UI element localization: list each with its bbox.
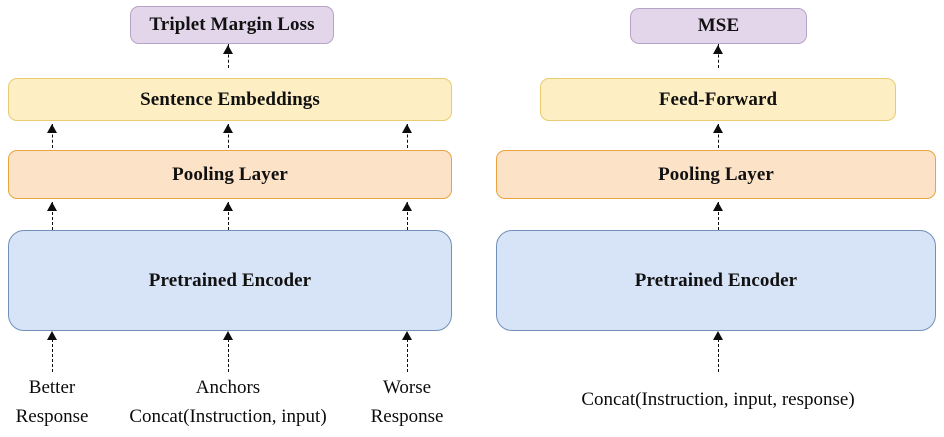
pooling-layer-label-right: Pooling Layer	[658, 163, 774, 185]
input-caption-concat-full: Concat(Instruction, input, response)	[581, 389, 855, 410]
arrowhead-input-to-encoder-left	[47, 331, 57, 340]
connector-input-to-encoder-right	[407, 334, 408, 372]
connector-encoder-to-pooling-right	[407, 202, 408, 230]
arrowhead-encoder-to-pooling-right-panel	[713, 202, 723, 211]
sentence-embeddings-box: Sentence Embeddings	[8, 78, 452, 121]
sentence-embeddings-label: Sentence Embeddings	[140, 88, 320, 110]
arrowhead-input-to-encoder-right-panel	[713, 331, 723, 340]
triplet-margin-loss-box: Triplet Margin Loss	[130, 6, 334, 44]
arrowhead-feedforward-to-mse	[713, 45, 723, 54]
pooling-layer-box-left: Pooling Layer	[8, 150, 452, 199]
connector-pooling-to-embeddings-left	[52, 124, 53, 148]
arrowhead-pooling-to-embeddings-middle	[223, 124, 233, 133]
input-caption-anchors-line1: Anchors	[195, 377, 261, 398]
input-caption-worse-line2: Response	[370, 406, 444, 427]
pooling-layer-label-left: Pooling Layer	[172, 163, 288, 185]
arrowhead-encoder-to-pooling-left	[47, 202, 57, 211]
left-panel-triplet: Triplet Margin Loss Sentence Embeddings …	[8, 6, 452, 427]
connector-pooling-to-embeddings-middle	[228, 124, 229, 148]
arrowhead-pooling-to-embeddings-right	[402, 124, 412, 133]
right-panel-mse: MSE Feed-Forward Pooling Layer Pretraine…	[472, 0, 944, 437]
pretrained-encoder-label-left: Pretrained Encoder	[148, 269, 312, 291]
connector-pooling-to-feedforward	[718, 124, 719, 148]
pretrained-encoder-box-right: Pretrained Encoder	[496, 230, 936, 331]
input-caption-better-line2: Response	[15, 406, 89, 427]
input-caption-better-line1: Better	[28, 377, 76, 398]
connector-input-to-encoder-right-panel	[718, 334, 719, 372]
connector-input-to-encoder-left	[52, 334, 53, 372]
feed-forward-box: Feed-Forward	[540, 78, 896, 121]
pretrained-encoder-label-right: Pretrained Encoder	[634, 269, 798, 291]
arrowhead-pooling-to-feedforward	[713, 124, 723, 133]
connector-embeddings-to-loss	[228, 44, 229, 68]
feed-forward-label: Feed-Forward	[658, 88, 778, 110]
connector-encoder-to-pooling-right-panel	[718, 202, 719, 230]
triplet-margin-loss-label: Triplet Margin Loss	[149, 14, 315, 35]
arrowhead-pooling-to-embeddings-left	[47, 124, 57, 133]
connector-input-to-encoder-middle	[228, 334, 229, 372]
mse-loss-label: MSE	[697, 15, 740, 36]
pooling-layer-box-right: Pooling Layer	[496, 150, 936, 199]
arrowhead-input-to-encoder-middle	[223, 331, 233, 340]
pretrained-encoder-box-left: Pretrained Encoder	[8, 230, 452, 331]
connector-encoder-to-pooling-left	[52, 202, 53, 230]
arrowhead-embeddings-to-loss	[223, 45, 233, 54]
mse-loss-box: MSE	[630, 8, 807, 44]
arrowhead-encoder-to-pooling-middle	[223, 202, 233, 211]
arrowhead-encoder-to-pooling-right	[402, 202, 412, 211]
connector-pooling-to-embeddings-right	[407, 124, 408, 148]
arrowhead-input-to-encoder-right	[402, 331, 412, 340]
input-caption-anchors-line2: Concat(Instruction, input)	[129, 406, 327, 427]
input-caption-worse-line1: Worse	[382, 377, 432, 398]
connector-encoder-to-pooling-middle	[228, 202, 229, 230]
connector-feedforward-to-mse	[718, 44, 719, 68]
